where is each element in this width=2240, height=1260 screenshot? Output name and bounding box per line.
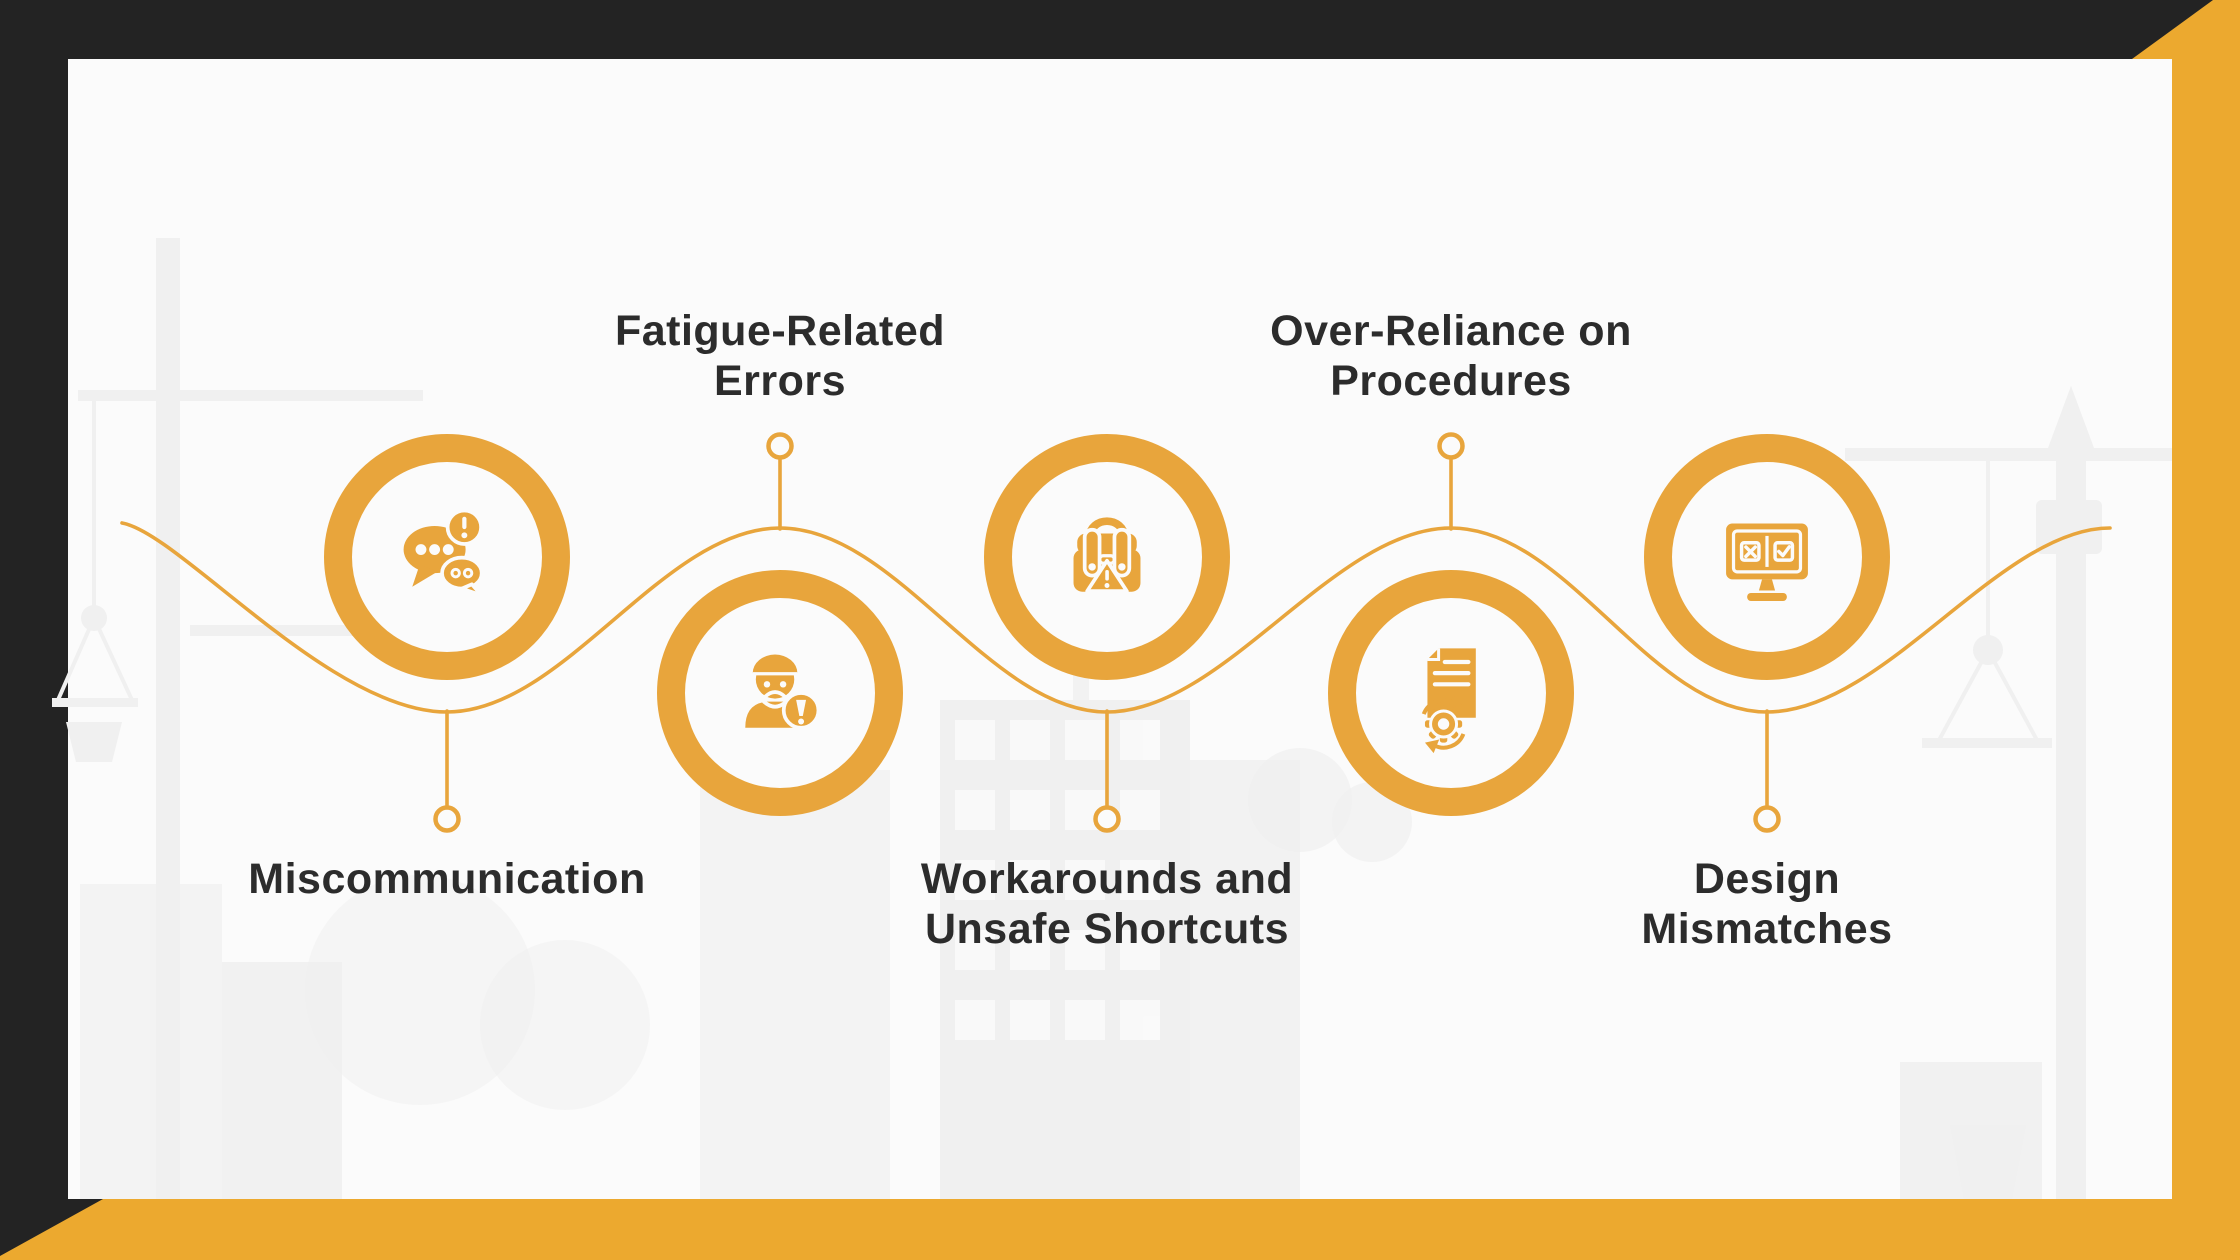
timeline-node-overreliance bbox=[1328, 570, 1574, 816]
label-design: Design Mismatches bbox=[1407, 854, 2127, 954]
label-fatigue: Fatigue-Related Errors bbox=[420, 306, 1140, 406]
label-line: Fatigue-Related bbox=[614, 307, 946, 355]
timeline-node-miscommunication bbox=[324, 434, 570, 680]
crane-mast-left bbox=[156, 238, 180, 1199]
tired-worker-icon bbox=[745, 654, 821, 730]
document-gear-icon bbox=[1421, 648, 1476, 754]
label-line: Over-Reliance on bbox=[1270, 307, 1632, 355]
label-overreliance: Over-Reliance on Procedures bbox=[1091, 306, 1811, 406]
monitor-stand bbox=[1758, 579, 1776, 591]
document-lines bbox=[1432, 659, 1471, 687]
toolbox-straps bbox=[1082, 527, 1132, 578]
crane-jib-left bbox=[78, 390, 423, 401]
alert-badge bbox=[781, 691, 821, 730]
gear bbox=[1424, 705, 1463, 743]
crane-jib-right bbox=[1845, 448, 2172, 461]
small-chat-bubble bbox=[440, 555, 484, 598]
label-line: Workarounds and bbox=[920, 855, 1294, 903]
monitor-check-cross-icon bbox=[1726, 523, 1808, 602]
timeline-node-fatigue bbox=[657, 570, 903, 816]
alert-badge bbox=[445, 508, 483, 546]
timeline-node-workarounds bbox=[984, 434, 1230, 680]
chat-alert-icon bbox=[403, 508, 484, 598]
monitor-base bbox=[1747, 592, 1787, 602]
label-line: Unsafe Shortcuts bbox=[924, 905, 1289, 953]
label-line: Miscommunication bbox=[248, 855, 646, 903]
label-miscommunication: Miscommunication bbox=[87, 854, 807, 904]
check-checkbox bbox=[1773, 541, 1795, 562]
label-workarounds: Workarounds and Unsafe Shortcuts bbox=[747, 854, 1467, 954]
crane-mast-right bbox=[2056, 448, 2086, 1199]
label-line: Mismatches bbox=[1641, 905, 1893, 953]
rotation-arrows bbox=[1421, 694, 1466, 754]
toolbox-warning-icon bbox=[1073, 517, 1141, 593]
timeline-node-design bbox=[1644, 434, 1890, 680]
label-line: Design bbox=[1693, 855, 1841, 903]
cross-checkbox bbox=[1739, 541, 1761, 562]
warning-triangle bbox=[1085, 558, 1129, 593]
label-line: Errors bbox=[713, 357, 847, 405]
label-line: Procedures bbox=[1330, 357, 1572, 405]
